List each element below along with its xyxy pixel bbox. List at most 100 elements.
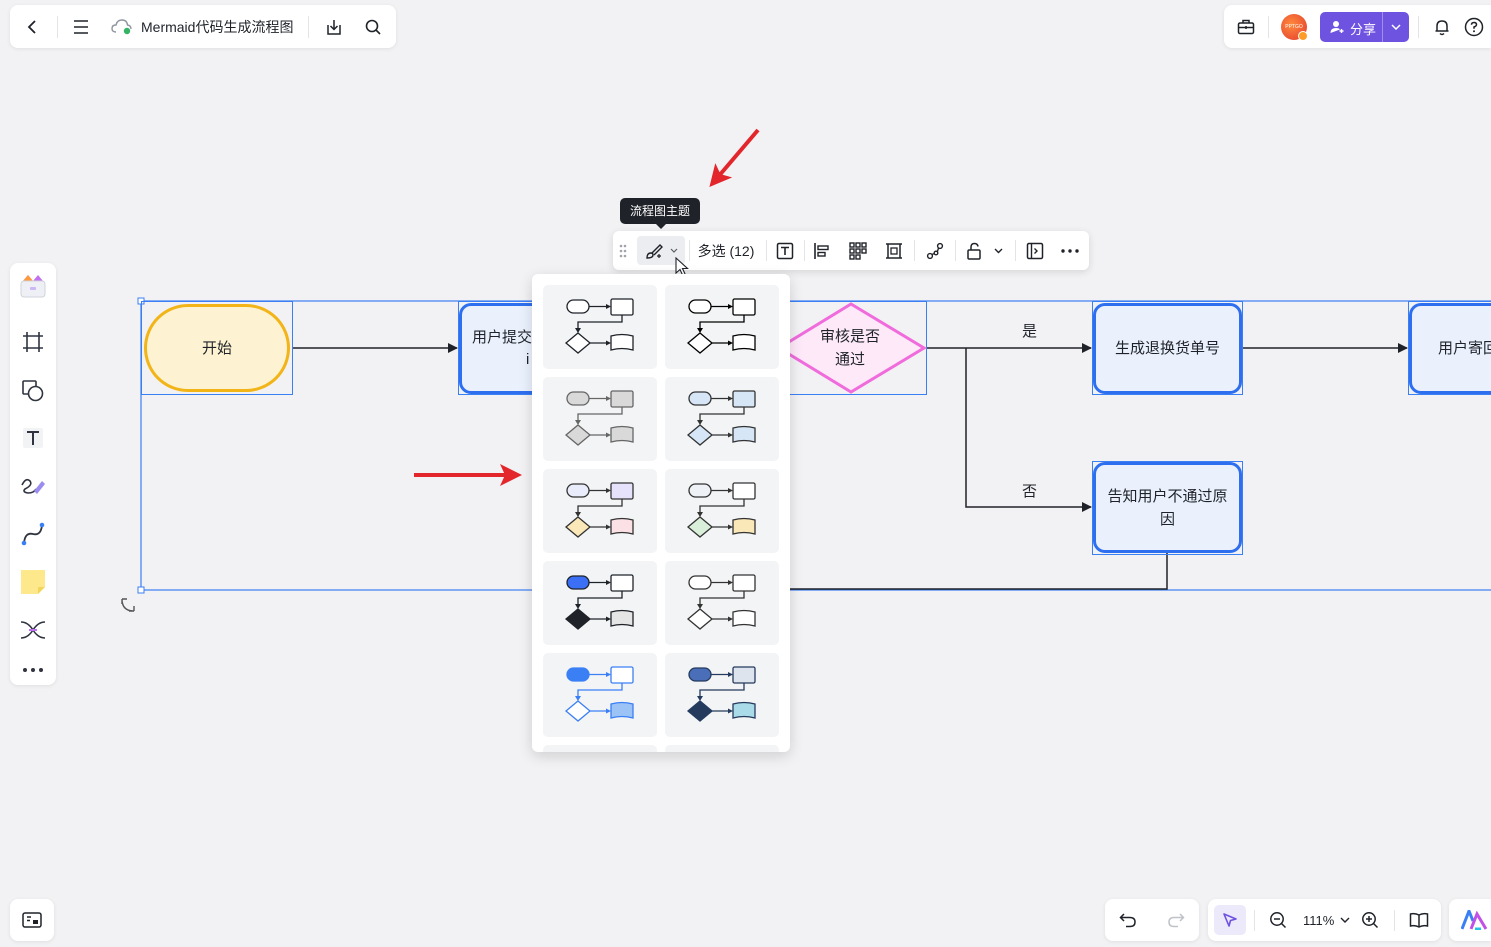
toolbox-icon[interactable] <box>1233 14 1259 40</box>
drag-handle-icon[interactable] <box>616 236 630 265</box>
search-icon[interactable] <box>360 14 386 40</box>
chevron-down-icon <box>994 248 1002 253</box>
selection-toolbar: 多选 (12) <box>613 231 1089 270</box>
theme-preview <box>686 390 756 446</box>
text-box-icon[interactable] <box>771 236 799 265</box>
theme-option-gray[interactable] <box>543 377 657 461</box>
node-label: 用户寄回 <box>1438 340 1491 357</box>
link-icon[interactable] <box>921 236 949 265</box>
text-icon[interactable] <box>18 423 48 453</box>
node-selection-box <box>141 301 293 395</box>
share-user-icon <box>1330 21 1344 33</box>
theme-preview <box>564 298 634 354</box>
left-toolbar <box>10 263 56 685</box>
ai-assistant-button[interactable] <box>1449 899 1491 941</box>
flowchart-theme-button[interactable] <box>637 236 685 265</box>
palette-icon[interactable] <box>18 271 48 301</box>
theme-option-blue-dark[interactable] <box>543 561 657 645</box>
theme-preview <box>564 666 634 722</box>
node-notify[interactable]: 告知用户不通过原 因 <box>1093 462 1242 553</box>
book-icon[interactable] <box>1406 907 1432 933</box>
theme-preview <box>686 482 756 538</box>
cloud-sync-icon <box>111 17 133 37</box>
sticky-note-icon[interactable] <box>18 567 48 597</box>
history-controls <box>1105 899 1199 941</box>
fit-icon[interactable] <box>880 236 908 265</box>
menu-icon[interactable] <box>68 14 94 40</box>
edge-notify-back <box>790 553 1168 590</box>
divider <box>1394 910 1395 931</box>
shape-icon[interactable] <box>18 376 48 406</box>
theme-preview <box>564 574 634 630</box>
share-button[interactable]: 分享 <box>1320 12 1409 42</box>
minimap-icon <box>19 907 45 933</box>
pen-icon[interactable] <box>18 471 48 501</box>
download-icon[interactable] <box>321 14 347 40</box>
zoom-level[interactable]: 111% <box>1303 913 1335 928</box>
selection-handle <box>137 586 145 594</box>
node-ship[interactable]: 用户寄回 <box>1409 303 1491 394</box>
zoom-out-icon[interactable] <box>1265 907 1291 933</box>
node-review-shape[interactable] <box>776 302 927 394</box>
theme-preview <box>564 390 634 446</box>
edge-review-notify <box>965 348 1092 512</box>
theme-brush-icon <box>645 243 663 259</box>
tooltip-theme: 流程图主题 <box>620 198 701 229</box>
rotate-icon[interactable] <box>118 595 138 615</box>
node-start[interactable]: 开始 <box>144 304 290 392</box>
theme-option-pastel[interactable] <box>543 469 657 553</box>
theme-preview <box>686 666 756 722</box>
edge-label-yes: 是 <box>1022 323 1038 340</box>
document-title[interactable]: Mermaid代码生成流程图 <box>141 19 294 35</box>
divider <box>689 240 690 261</box>
mindmap-icon[interactable] <box>18 615 48 645</box>
connector-icon[interactable] <box>18 519 48 549</box>
align-icon[interactable] <box>808 236 836 265</box>
theme-option-more[interactable] <box>665 745 779 752</box>
divider <box>766 240 767 261</box>
theme-option-blue-bright[interactable] <box>543 653 657 737</box>
theme-option-colorful-outline[interactable] <box>665 561 779 645</box>
theme-preview <box>564 482 634 538</box>
zoom-controls: 111% <box>1208 899 1441 941</box>
code-icon[interactable] <box>1021 236 1049 265</box>
lock-button[interactable] <box>960 236 1008 265</box>
undo-icon[interactable] <box>1115 907 1141 933</box>
node-label: 开始 <box>201 339 232 357</box>
theme-preview <box>686 298 756 354</box>
node-generate[interactable]: 生成退换货单号 <box>1093 303 1242 394</box>
more-icon[interactable] <box>1056 236 1084 265</box>
avatar-status-dot <box>1298 31 1308 41</box>
frame-icon[interactable] <box>18 327 48 357</box>
cursor-icon[interactable] <box>1214 905 1246 935</box>
share-dropdown[interactable] <box>1382 12 1409 42</box>
minimap-toggle[interactable] <box>10 899 54 941</box>
theme-option-more[interactable] <box>543 745 657 752</box>
back-icon[interactable] <box>20 14 46 40</box>
node-label: 用户提交 <box>472 329 533 346</box>
more-icon[interactable] <box>18 655 48 685</box>
zoom-in-icon[interactable] <box>1357 907 1383 933</box>
multi-select-label[interactable]: 多选 (12) <box>697 242 755 259</box>
divider <box>1015 240 1016 261</box>
grid-icon[interactable] <box>844 236 872 265</box>
theme-option-navy[interactable] <box>665 653 779 737</box>
flowchart-theme-panel <box>532 274 790 752</box>
help-icon[interactable] <box>1461 14 1487 40</box>
node-review[interactable]: 审核是否 通过 <box>819 328 880 368</box>
bell-icon[interactable] <box>1429 14 1455 40</box>
theme-option-light-blue[interactable] <box>665 377 779 461</box>
theme-option-pastel-green[interactable] <box>665 469 779 553</box>
divider <box>1268 16 1269 38</box>
theme-option-default-outline[interactable] <box>543 285 657 369</box>
node-label: 生成退换货单号 <box>1114 340 1220 357</box>
avatar[interactable]: PPTGO <box>1281 14 1308 41</box>
theme-option-bold-outline[interactable] <box>665 285 779 369</box>
divider <box>57 16 58 38</box>
node-label-tail: i <box>526 351 530 368</box>
chevron-down-icon <box>670 248 677 253</box>
chevron-down-icon[interactable] <box>1339 913 1351 927</box>
document-header: Mermaid代码生成流程图 <box>10 5 396 48</box>
ai-logo-icon <box>1461 909 1487 931</box>
redo-icon[interactable] <box>1163 907 1189 933</box>
